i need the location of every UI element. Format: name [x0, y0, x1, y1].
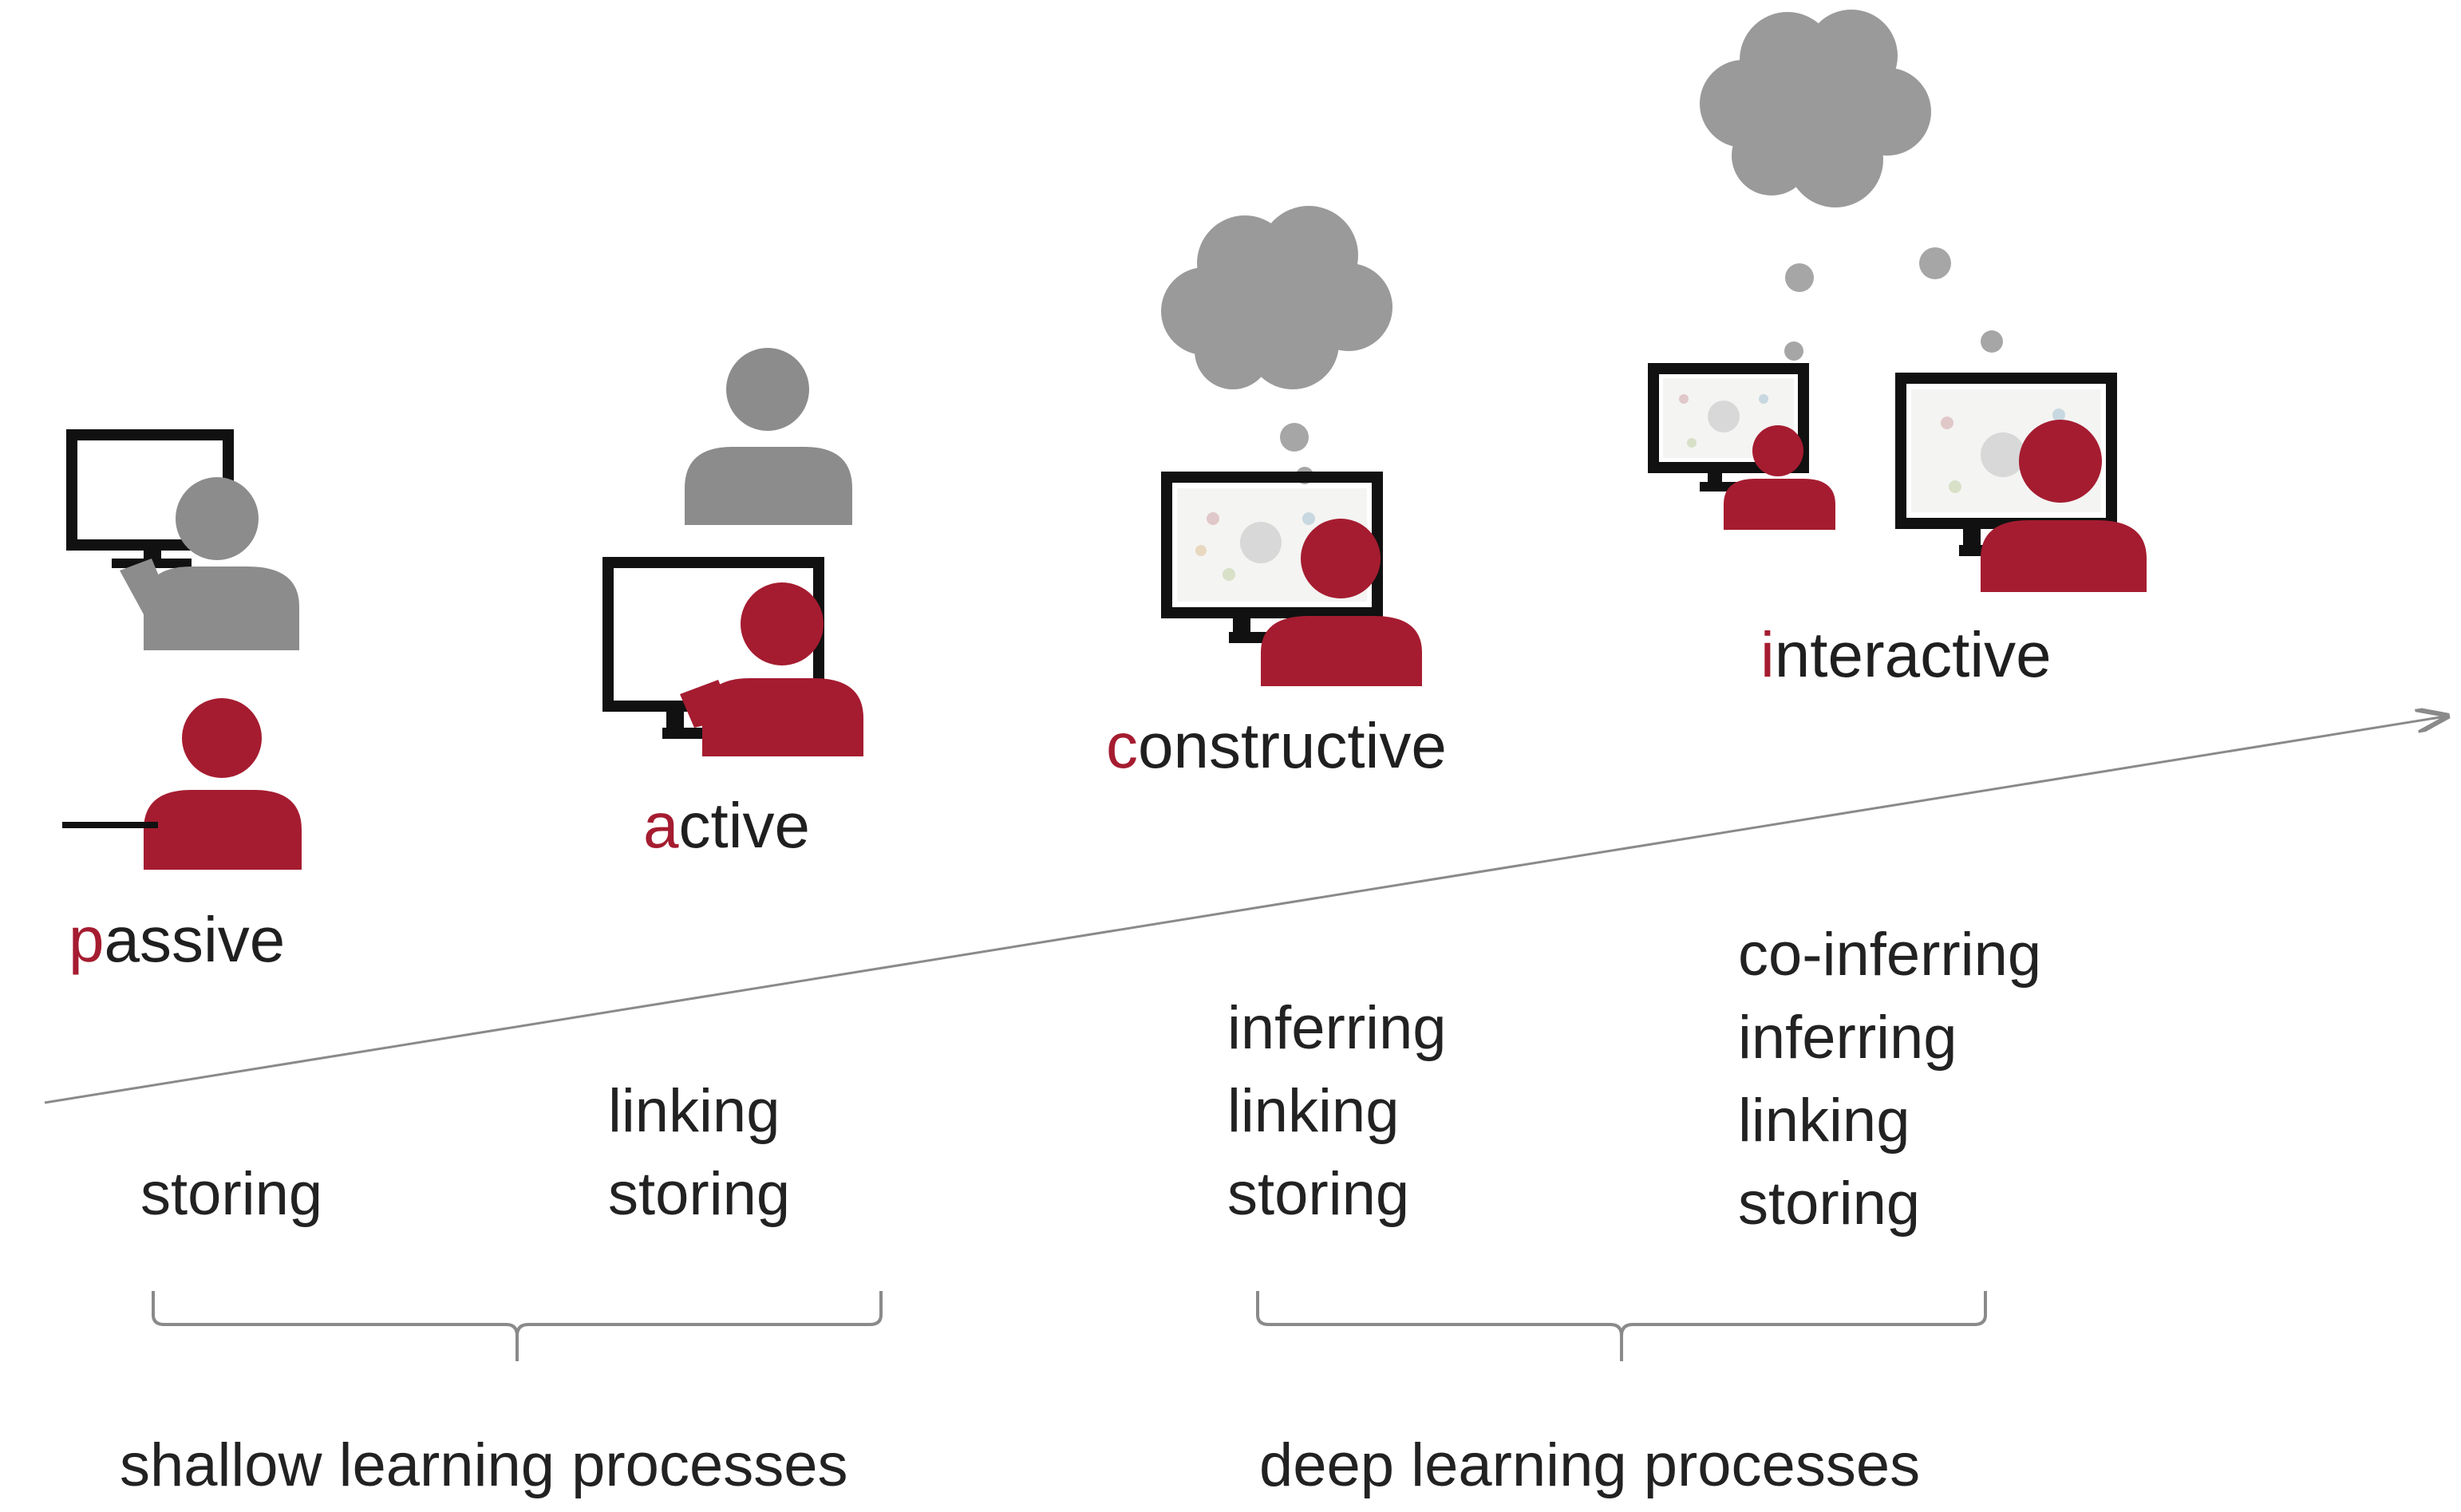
- mode-rest-passive: assive: [105, 904, 286, 975]
- person-at-computer-icon: [1648, 363, 1835, 530]
- shallow-caption: shallow learning processes: [120, 1431, 847, 1499]
- process-list-active: linking storing: [608, 1077, 790, 1228]
- process-item: inferring: [1738, 1004, 1957, 1072]
- mode-rest-active: ctive: [679, 790, 811, 861]
- mode-label-interactive: interactive: [1760, 619, 2052, 690]
- process-list-interactive: co-inferring inferring linking storing: [1738, 921, 2041, 1238]
- process-item: storing: [608, 1160, 790, 1228]
- process-item: linking: [1738, 1087, 1910, 1155]
- mode-label-passive: passive: [69, 904, 285, 975]
- passive-figure: [62, 429, 302, 870]
- process-list-passive: storing: [140, 1160, 322, 1228]
- process-item: inferring: [1227, 994, 1447, 1062]
- mode-rest-constructive: onstructive: [1138, 710, 1447, 781]
- process-item: storing: [1738, 1170, 1920, 1238]
- mode-initial-constructive: c: [1106, 710, 1138, 781]
- person-at-computer-icon: [1895, 373, 2147, 592]
- increasing-engagement-arrow: [44, 717, 2445, 1104]
- mode-initial-active: a: [643, 790, 679, 861]
- person-icon: [685, 348, 852, 525]
- mode-initial-passive: p: [69, 904, 105, 975]
- shallow-brace: [152, 1291, 883, 1361]
- person-icon: [62, 698, 302, 870]
- mode-rest-interactive: nteractive: [1775, 619, 2052, 690]
- process-item: storing: [140, 1160, 322, 1228]
- deep-brace: [1256, 1291, 1987, 1361]
- person-at-computer-icon: [602, 557, 863, 756]
- mode-label-constructive: constructive: [1106, 710, 1447, 781]
- process-list-constructive: inferring linking storing: [1227, 994, 1447, 1228]
- process-item: linking: [608, 1077, 780, 1145]
- constructive-figure: [1161, 206, 1422, 686]
- process-item: storing: [1227, 1160, 1409, 1228]
- thought-cloud-icon: [1161, 206, 1392, 484]
- interactive-figure: [1648, 10, 2147, 592]
- person-at-computer-icon: [66, 429, 299, 650]
- mode-initial-interactive: i: [1760, 619, 1775, 690]
- process-item: co-inferring: [1738, 921, 2041, 989]
- person-at-computer-icon: [1161, 472, 1422, 686]
- thought-cloud-icon: [1700, 10, 2003, 361]
- process-item: linking: [1227, 1077, 1399, 1145]
- mode-label-active: active: [643, 790, 810, 861]
- active-figure: [602, 348, 863, 756]
- deep-caption: deep learning processes: [1259, 1431, 1920, 1499]
